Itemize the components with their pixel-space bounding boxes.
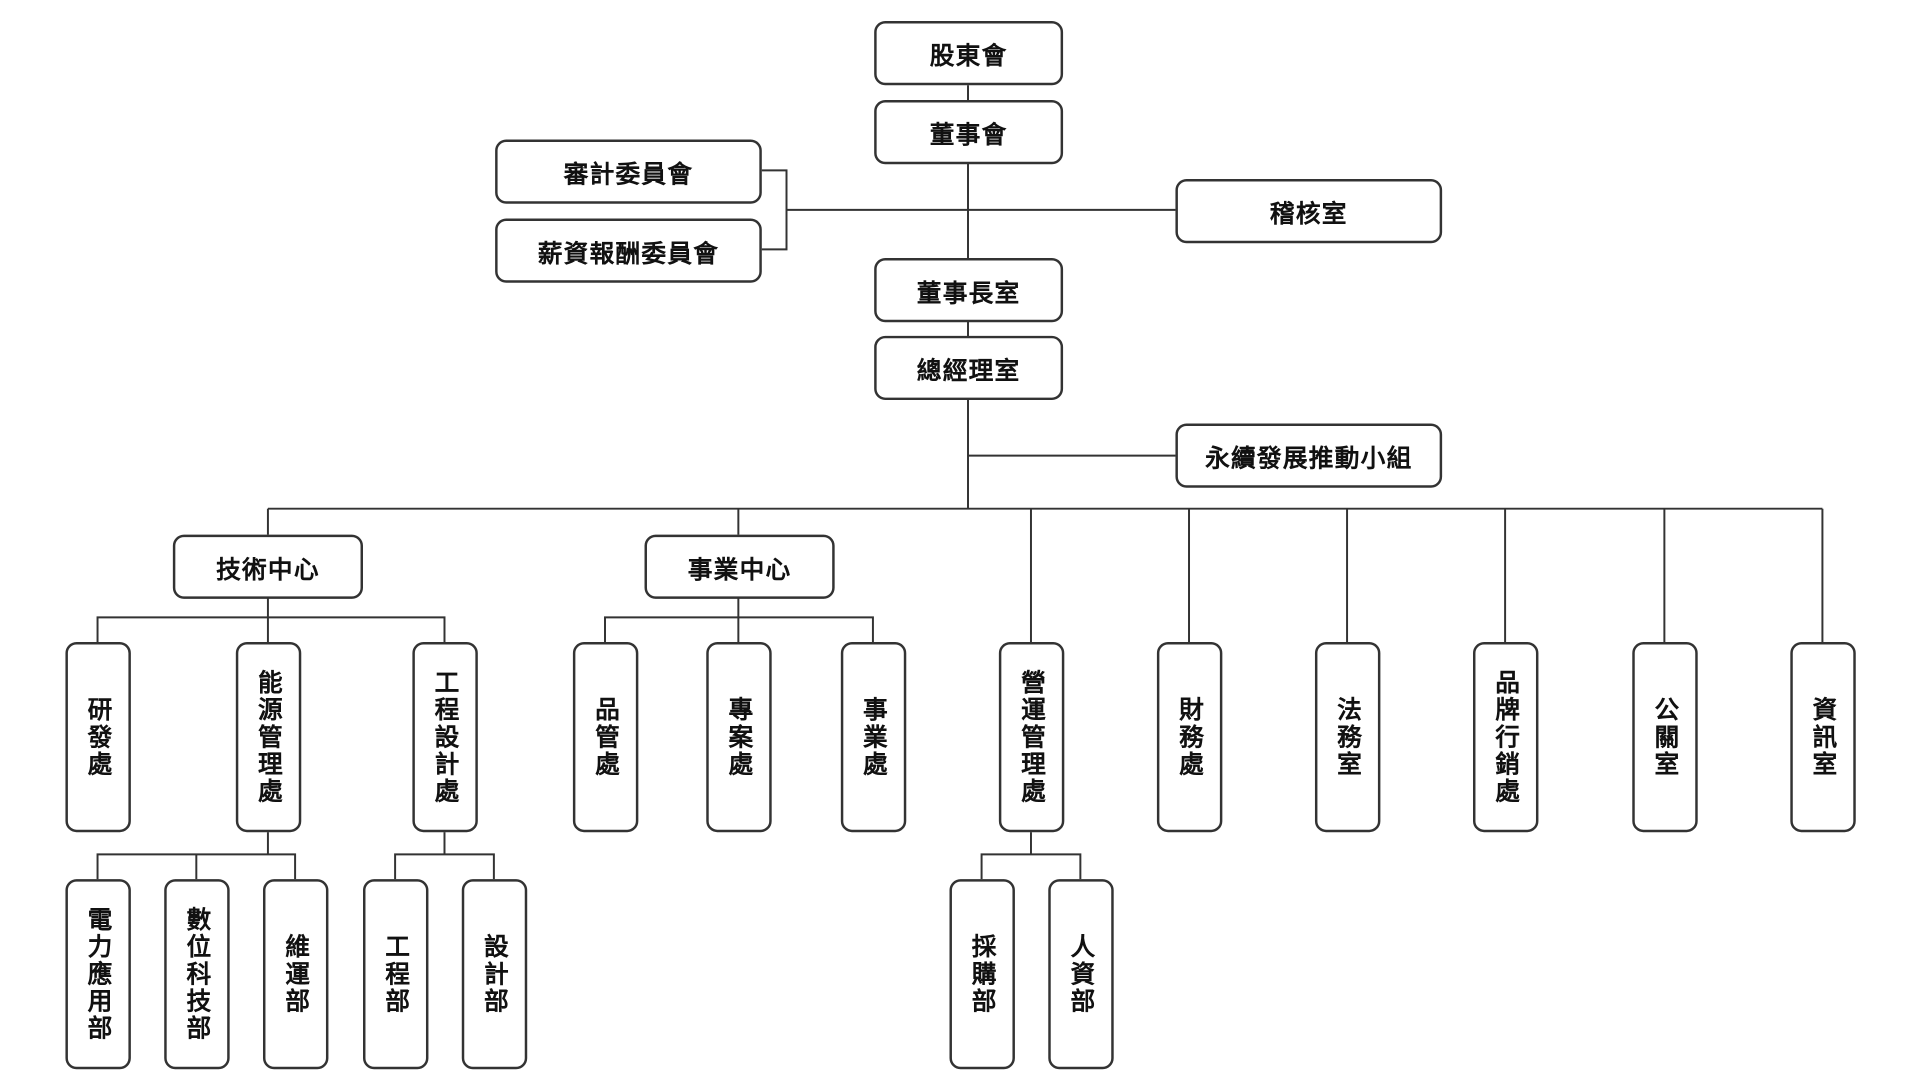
node-label: 品管處	[590, 696, 621, 778]
node-business-center: 事業中心	[644, 534, 835, 599]
node-label: 董事長室	[916, 277, 1021, 307]
node-chairman-office: 董事長室	[874, 258, 1064, 323]
node-unit: 營運管理處	[998, 642, 1065, 833]
node-label: 維運部	[280, 933, 311, 1015]
node-label: 財務處	[1174, 696, 1205, 778]
node-board: 董事會	[874, 100, 1064, 165]
node-audit-committee: 審計委員會	[495, 139, 762, 204]
node-unit: 財務處	[1156, 642, 1223, 833]
node-division: 研發處	[65, 642, 131, 833]
node-label: 採購部	[967, 933, 998, 1015]
node-label: 設計部	[479, 933, 510, 1015]
node-label: 股東會	[929, 40, 1008, 70]
node-department: 電力應用部	[65, 879, 131, 1070]
node-label: 薪資報酬委員會	[537, 237, 720, 268]
node-department: 採購部	[949, 879, 1015, 1070]
node-department: 設計部	[461, 879, 528, 1070]
node-compensation-committee: 薪資報酬委員會	[495, 218, 762, 283]
node-label: 數位科技部	[182, 906, 212, 1043]
node-label: 營運管理處	[1016, 669, 1047, 806]
node-label: 技術中心	[216, 553, 320, 584]
node-department: 人資部	[1048, 879, 1114, 1070]
node-internal-audit: 稽核室	[1175, 179, 1443, 244]
node-division: 專案處	[706, 642, 772, 833]
node-label: 董事會	[929, 119, 1008, 149]
node-department: 數位科技部	[164, 879, 230, 1070]
node-division: 事業處	[840, 642, 907, 833]
node-division: 品管處	[572, 642, 639, 833]
node-department: 維運部	[262, 879, 329, 1070]
node-label: 資訊室	[1808, 696, 1838, 778]
node-label: 研發處	[83, 696, 113, 778]
node-unit: 法務室	[1314, 642, 1381, 833]
node-label: 事業處	[858, 696, 889, 778]
node-tech-center: 技術中心	[172, 534, 364, 599]
node-label: 品牌行銷處	[1490, 669, 1521, 806]
node-label: 事業中心	[687, 553, 792, 584]
node-unit: 品牌行銷處	[1472, 642, 1539, 833]
node-label: 總經理室	[916, 354, 1021, 385]
node-label: 工程部	[380, 933, 411, 1015]
node-unit: 資訊室	[1790, 642, 1856, 833]
node-label: 人資部	[1066, 933, 1096, 1015]
node-shareholders: 股東會	[874, 20, 1064, 86]
node-department: 工程部	[363, 879, 429, 1070]
node-label: 工程設計處	[430, 669, 460, 806]
node-label: 法務室	[1332, 696, 1363, 778]
node-label: 稽核室	[1269, 198, 1348, 228]
node-label: 審計委員會	[563, 158, 694, 189]
node-division: 工程設計處	[412, 642, 478, 833]
node-unit: 公關室	[1632, 642, 1698, 833]
node-president-office: 總經理室	[874, 335, 1064, 401]
node-label: 能源管理處	[253, 669, 284, 806]
node-label: 電力應用部	[83, 906, 113, 1043]
node-label: 專案處	[724, 696, 754, 778]
node-division: 能源管理處	[235, 642, 302, 833]
node-label: 公關室	[1650, 696, 1680, 778]
node-label: 永續發展推動小組	[1205, 442, 1413, 473]
node-sustainability-group: 永續發展推動小組	[1175, 423, 1443, 488]
